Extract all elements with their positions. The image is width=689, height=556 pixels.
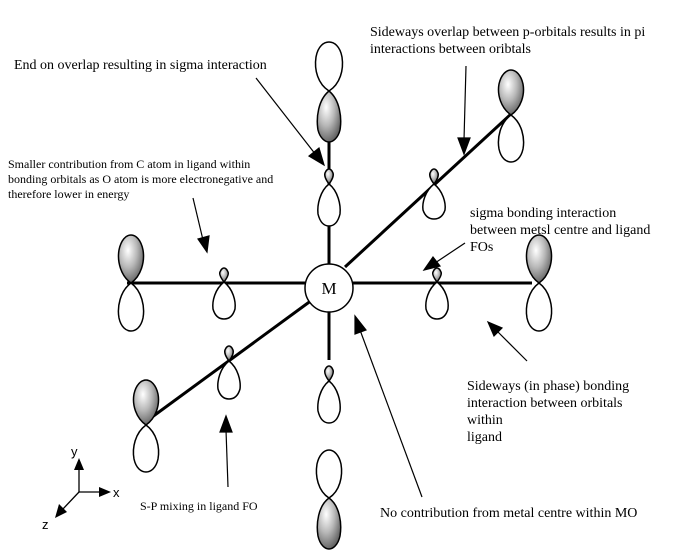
annotation-pi-sideways: Sideways overlap between p-orbitals resu… [370, 25, 649, 57]
annotation-texts: End on overlap resulting in sigma intera… [8, 25, 654, 521]
bottom-c-lobe-down [317, 380, 341, 424]
bottom-o-lobe-down [316, 497, 342, 550]
bottom-o-lobe-up [315, 449, 343, 499]
axis-y-arrowhead [74, 458, 84, 470]
arrow-c-atom [192, 197, 210, 254]
axis-z-line [61, 491, 80, 511]
bottom-c-lobe-up [324, 365, 334, 382]
top-c-lobe-down [317, 183, 341, 227]
top-c-lobe-up [324, 168, 334, 185]
axis-z-label: z [42, 517, 49, 532]
diag-down-c-lobe-down [217, 360, 241, 400]
right-c-lobe-up [432, 267, 442, 283]
axis-triad: y x z [42, 444, 120, 532]
annotation-sp-mixing: S-P mixing in ligand FO [140, 499, 258, 513]
right-o-lobe-down [525, 282, 553, 332]
axis-z-arrowhead [55, 504, 67, 518]
arrow-end-on [255, 77, 326, 167]
metal-centre: M [304, 263, 354, 313]
annotation-c-atom-contribution: Smaller contribution from C atom in liga… [8, 157, 276, 201]
right-o-lobe-up [525, 234, 553, 284]
left-c-lobe-up [219, 267, 229, 283]
arrow-sp-mixing [219, 414, 233, 488]
left-c-lobe-down [212, 281, 236, 320]
axis-y-label: y [71, 444, 78, 459]
diag-up-o-lobe-down [497, 114, 525, 163]
annotation-no-metal-contribution: No contribution from metal centre within… [380, 506, 637, 521]
annotation-arrows [192, 65, 528, 498]
top-o-lobe-down [316, 90, 342, 143]
metal-label: M [321, 279, 336, 298]
left-o-lobe-up [117, 234, 145, 284]
arrow-pi-sideways [457, 65, 471, 156]
arrow-sideways-in-phase [486, 320, 528, 362]
diag-down-o-lobe-down [132, 424, 160, 473]
diag-up-c-lobe-up [429, 168, 439, 185]
diag-down-o-lobe-up [132, 379, 160, 426]
diag-up-c-lobe-down [422, 183, 446, 220]
annotation-sigma-end-on: End on overlap resulting in sigma intera… [14, 58, 267, 73]
top-o-lobe-up [314, 41, 344, 92]
annotation-sideways-in-phase: Sideways (in phase) bonding interaction … [467, 379, 633, 445]
left-o-lobe-down [117, 282, 145, 332]
diag-up-o-lobe-up [497, 69, 525, 116]
axis-x-label: x [113, 485, 120, 500]
annotation-sigma-bonding: sigma bonding interaction between metsl … [470, 206, 654, 255]
axis-x-arrowhead [99, 487, 111, 497]
arrow-sigma-bonding [422, 242, 466, 271]
diag-down-c-lobe-up [224, 345, 234, 362]
arrow-no-metal [354, 314, 423, 498]
right-c-lobe-down [425, 281, 449, 320]
ligand-orbitals [117, 41, 553, 550]
